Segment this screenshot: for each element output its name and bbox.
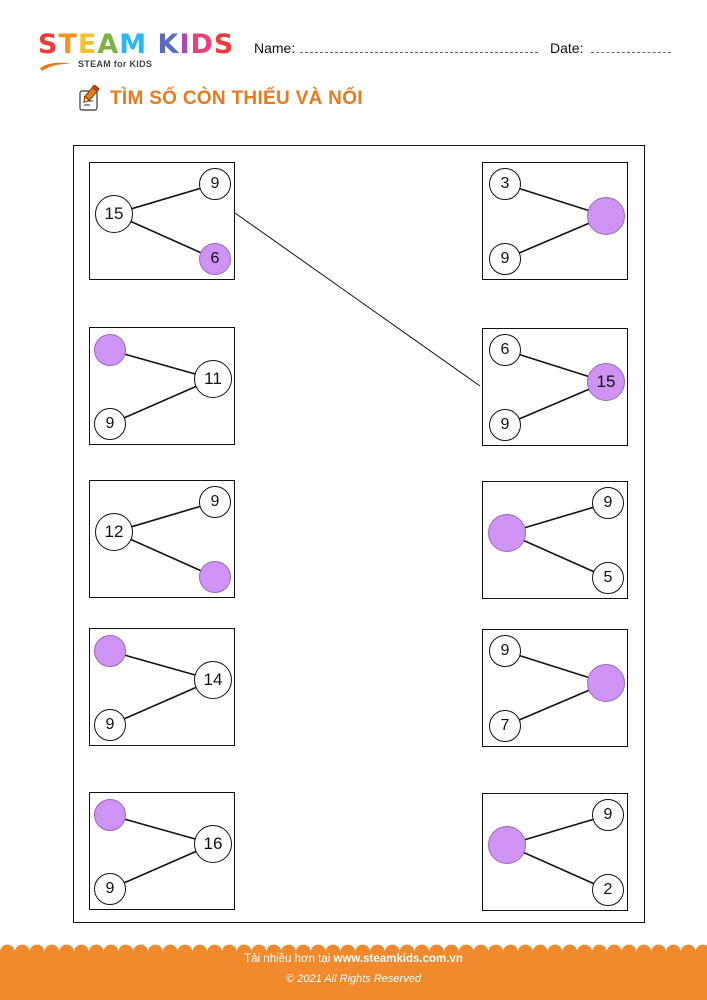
footer-download-text: Tải nhiều hơn tại www.steamkids.com.vn bbox=[0, 953, 707, 965]
title-text: TÌM SỐ CÒN THIẾU VÀ NỐI bbox=[110, 88, 363, 109]
footer-prefix: Tải nhiều hơn tại bbox=[244, 953, 331, 965]
footer-copyright: © 2021 All Rights Reserved bbox=[286, 973, 421, 985]
whole-number-circle bbox=[587, 197, 625, 235]
number-bond-box-left-5[interactable]: 16 9 bbox=[89, 792, 235, 910]
logo-letter: I bbox=[179, 29, 191, 60]
steam-kids-logo: STEAM KIDS STEAM for KIDS bbox=[38, 30, 238, 76]
part-number-circle-bottom: 9 bbox=[94, 709, 126, 741]
date-field[interactable] bbox=[591, 52, 671, 53]
part-number-circle-bottom: 9 bbox=[94, 873, 126, 905]
name-label: Name: bbox=[254, 40, 296, 56]
logo-letter: D bbox=[190, 29, 214, 60]
whole-number-circle: 12 bbox=[95, 513, 133, 551]
part-number-circle-bottom bbox=[199, 561, 231, 593]
number-bond-box-left-4[interactable]: 14 9 bbox=[89, 628, 235, 746]
whole-number-circle: 14 bbox=[194, 661, 232, 699]
date-label: Date: bbox=[550, 40, 584, 56]
pencil-paper-icon bbox=[79, 85, 100, 111]
logo-letter: S bbox=[38, 29, 59, 60]
part-number-circle-bottom: 7 bbox=[489, 710, 521, 742]
part-number-circle-top: 9 bbox=[592, 799, 624, 831]
number-bond-box-left-3[interactable]: 12 9 bbox=[89, 480, 235, 598]
part-number-circle-bottom: 9 bbox=[489, 409, 521, 441]
part-number-circle-bottom: 5 bbox=[592, 562, 624, 594]
part-number-circle-top: 9 bbox=[199, 168, 231, 200]
part-number-circle-top bbox=[94, 334, 126, 366]
whole-number-circle: 15 bbox=[587, 363, 625, 401]
whole-number-circle bbox=[488, 826, 526, 864]
footer bbox=[0, 940, 707, 1000]
logo-letter: T bbox=[58, 29, 78, 60]
part-number-circle-bottom: 9 bbox=[489, 243, 521, 275]
logo-letter: S bbox=[213, 29, 235, 60]
part-number-circle-top bbox=[94, 635, 126, 667]
logo-swoosh-icon bbox=[40, 62, 72, 71]
whole-number-circle: 15 bbox=[95, 195, 133, 233]
part-number-circle-bottom: 2 bbox=[592, 874, 624, 906]
part-number-circle-top bbox=[94, 799, 126, 831]
logo-subtitle: STEAM for KIDS bbox=[78, 59, 153, 69]
name-field[interactable] bbox=[300, 52, 538, 53]
exercise-frame bbox=[73, 145, 645, 923]
logo-letter: M bbox=[119, 29, 148, 60]
whole-number-circle: 16 bbox=[194, 825, 232, 863]
part-number-circle-bottom: 6 bbox=[199, 243, 231, 275]
part-number-circle-top: 9 bbox=[489, 635, 521, 667]
part-number-circle-top: 6 bbox=[489, 334, 521, 366]
logo-letter: A bbox=[97, 29, 120, 60]
part-number-circle-top: 3 bbox=[489, 168, 521, 200]
logo-letter: E bbox=[77, 29, 98, 60]
part-number-circle-top: 9 bbox=[199, 486, 231, 518]
worksheet-title: TÌM SỐ CÒN THIẾU VÀ NỐI bbox=[76, 84, 363, 114]
whole-number-circle bbox=[488, 514, 526, 552]
footer-website-link[interactable]: www.steamkids.com.vn bbox=[333, 953, 463, 965]
whole-number-circle: 11 bbox=[194, 360, 232, 398]
logo-wordmark: STEAM KIDS bbox=[38, 30, 238, 60]
part-number-circle-top: 9 bbox=[592, 487, 624, 519]
part-number-circle-bottom: 9 bbox=[94, 408, 126, 440]
number-bond-box-left-2[interactable]: 11 9 bbox=[89, 327, 235, 445]
logo-letter: K bbox=[157, 29, 180, 60]
whole-number-circle bbox=[587, 664, 625, 702]
